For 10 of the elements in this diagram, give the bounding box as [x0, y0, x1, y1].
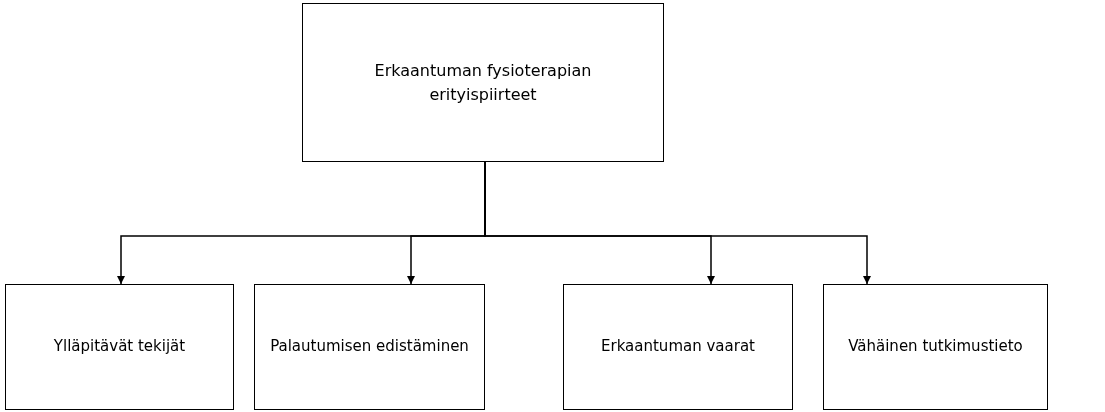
box-label: Erkaantuman fysioterapian erityispiirteet	[373, 60, 593, 106]
text-box	[823, 284, 1048, 410]
text-box	[254, 284, 485, 410]
text-box	[5, 284, 234, 410]
box-label: Palautumisen edistäminen	[270, 336, 469, 358]
box-label: Erkaantuman vaarat	[601, 336, 755, 358]
text-box	[302, 3, 664, 162]
box-label: Vähäinen tutkimustieto	[848, 336, 1023, 358]
box-label: Ylläpitävät tekijät	[53, 336, 186, 358]
text-box	[563, 284, 793, 410]
